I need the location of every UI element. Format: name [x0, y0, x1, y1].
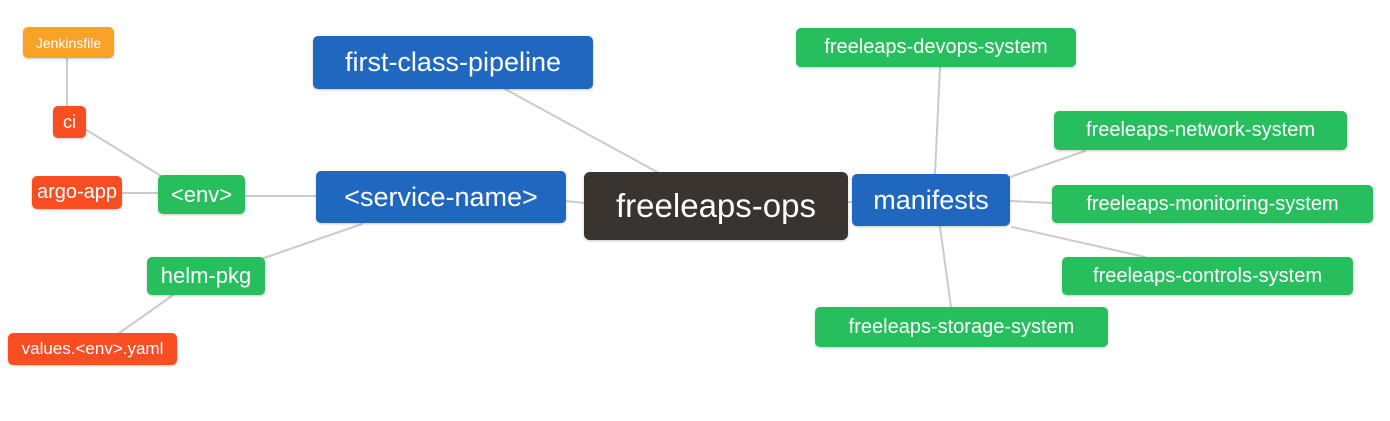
edge-service-name-to-freeleaps-ops: [565, 200, 585, 204]
edge-ci-to-env: [84, 128, 162, 177]
node-argo-app[interactable]: argo-app: [32, 176, 122, 209]
node-service-name[interactable]: <service-name>: [316, 171, 566, 223]
edge-first-class-pipeline-to-freeleaps-ops: [504, 88, 658, 173]
node-storage-system[interactable]: freeleaps-storage-system: [815, 307, 1108, 347]
edge-helm-pkg-to-values-env-yaml: [117, 294, 174, 335]
node-env[interactable]: <env>: [158, 175, 245, 214]
node-monitoring-system[interactable]: freeleaps-monitoring-system: [1052, 185, 1373, 223]
node-manifests[interactable]: manifests: [852, 174, 1010, 226]
node-helm-pkg[interactable]: helm-pkg: [147, 257, 265, 295]
node-controls-system[interactable]: freeleaps-controls-system: [1062, 257, 1353, 295]
node-ci[interactable]: ci: [53, 106, 86, 138]
node-jenkinsfile[interactable]: Jenkinsfile: [23, 27, 114, 58]
edge-manifests-to-controls-system: [1011, 226, 1146, 258]
node-devops-system[interactable]: freeleaps-devops-system: [796, 28, 1076, 67]
edge-manifests-to-devops-system: [934, 66, 941, 175]
node-freeleaps-ops[interactable]: freeleaps-ops: [584, 172, 848, 240]
node-values-env-yaml[interactable]: values.<env>.yaml: [8, 333, 177, 365]
edge-helm-pkg-to-service-name: [263, 223, 363, 259]
node-network-system[interactable]: freeleaps-network-system: [1054, 111, 1347, 150]
edge-manifests-to-monitoring-system: [1010, 200, 1053, 204]
node-first-class-pipeline[interactable]: first-class-pipeline: [313, 36, 593, 89]
edge-manifests-to-network-system: [1009, 150, 1086, 178]
edge-manifests-to-storage-system: [939, 226, 952, 308]
